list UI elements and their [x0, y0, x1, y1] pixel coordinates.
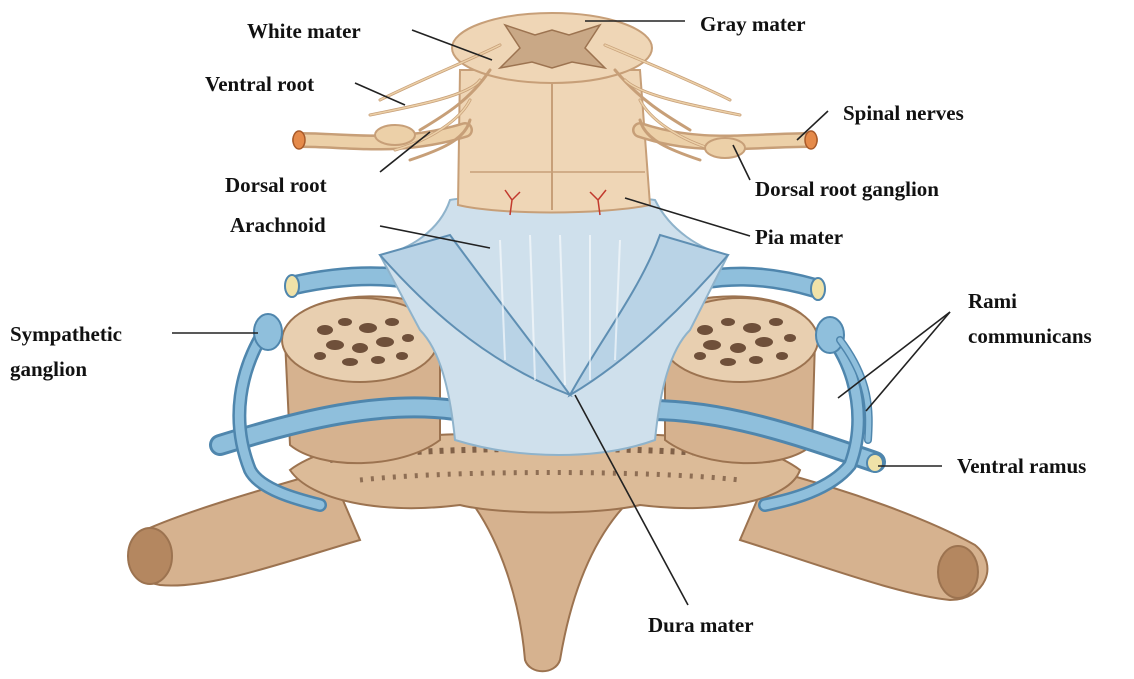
label-ventral-ramus: Ventral ramus [957, 454, 1086, 478]
left-sympathetic-ganglion [254, 314, 282, 350]
label-dorsal-root-ganglion: Dorsal root ganglion [755, 177, 939, 201]
spinous-process [470, 500, 630, 671]
label-spinal-nerves: Spinal nerves [843, 101, 964, 125]
label-white-mater: White mater [247, 19, 361, 43]
label-dorsal-root: Dorsal root [225, 173, 327, 197]
label-gray-mater: Gray mater [700, 12, 806, 36]
label-dura-mater: Dura mater [648, 613, 754, 637]
label-rami-line2: communicans [968, 324, 1092, 348]
leader-rami-b [866, 312, 950, 411]
spinal-cord [452, 13, 652, 215]
label-pia-mater: Pia mater [755, 225, 843, 249]
right-sympathetic-ganglion [816, 317, 844, 353]
label-ventral-root: Ventral root [205, 72, 314, 96]
label-sympathetic-line2: ganglion [10, 357, 87, 381]
leader-rami-a [838, 312, 950, 398]
label-rami-line1: Rami [968, 289, 1017, 313]
right-dorsal-root-ganglion [705, 138, 745, 158]
leader-ventral-root [355, 83, 405, 105]
left-dorsal-root-ganglion [375, 125, 415, 145]
cord-column [458, 70, 650, 213]
label-arachnoid: Arachnoid [230, 213, 326, 237]
label-sympathetic-line1: Sympathetic [10, 322, 122, 346]
